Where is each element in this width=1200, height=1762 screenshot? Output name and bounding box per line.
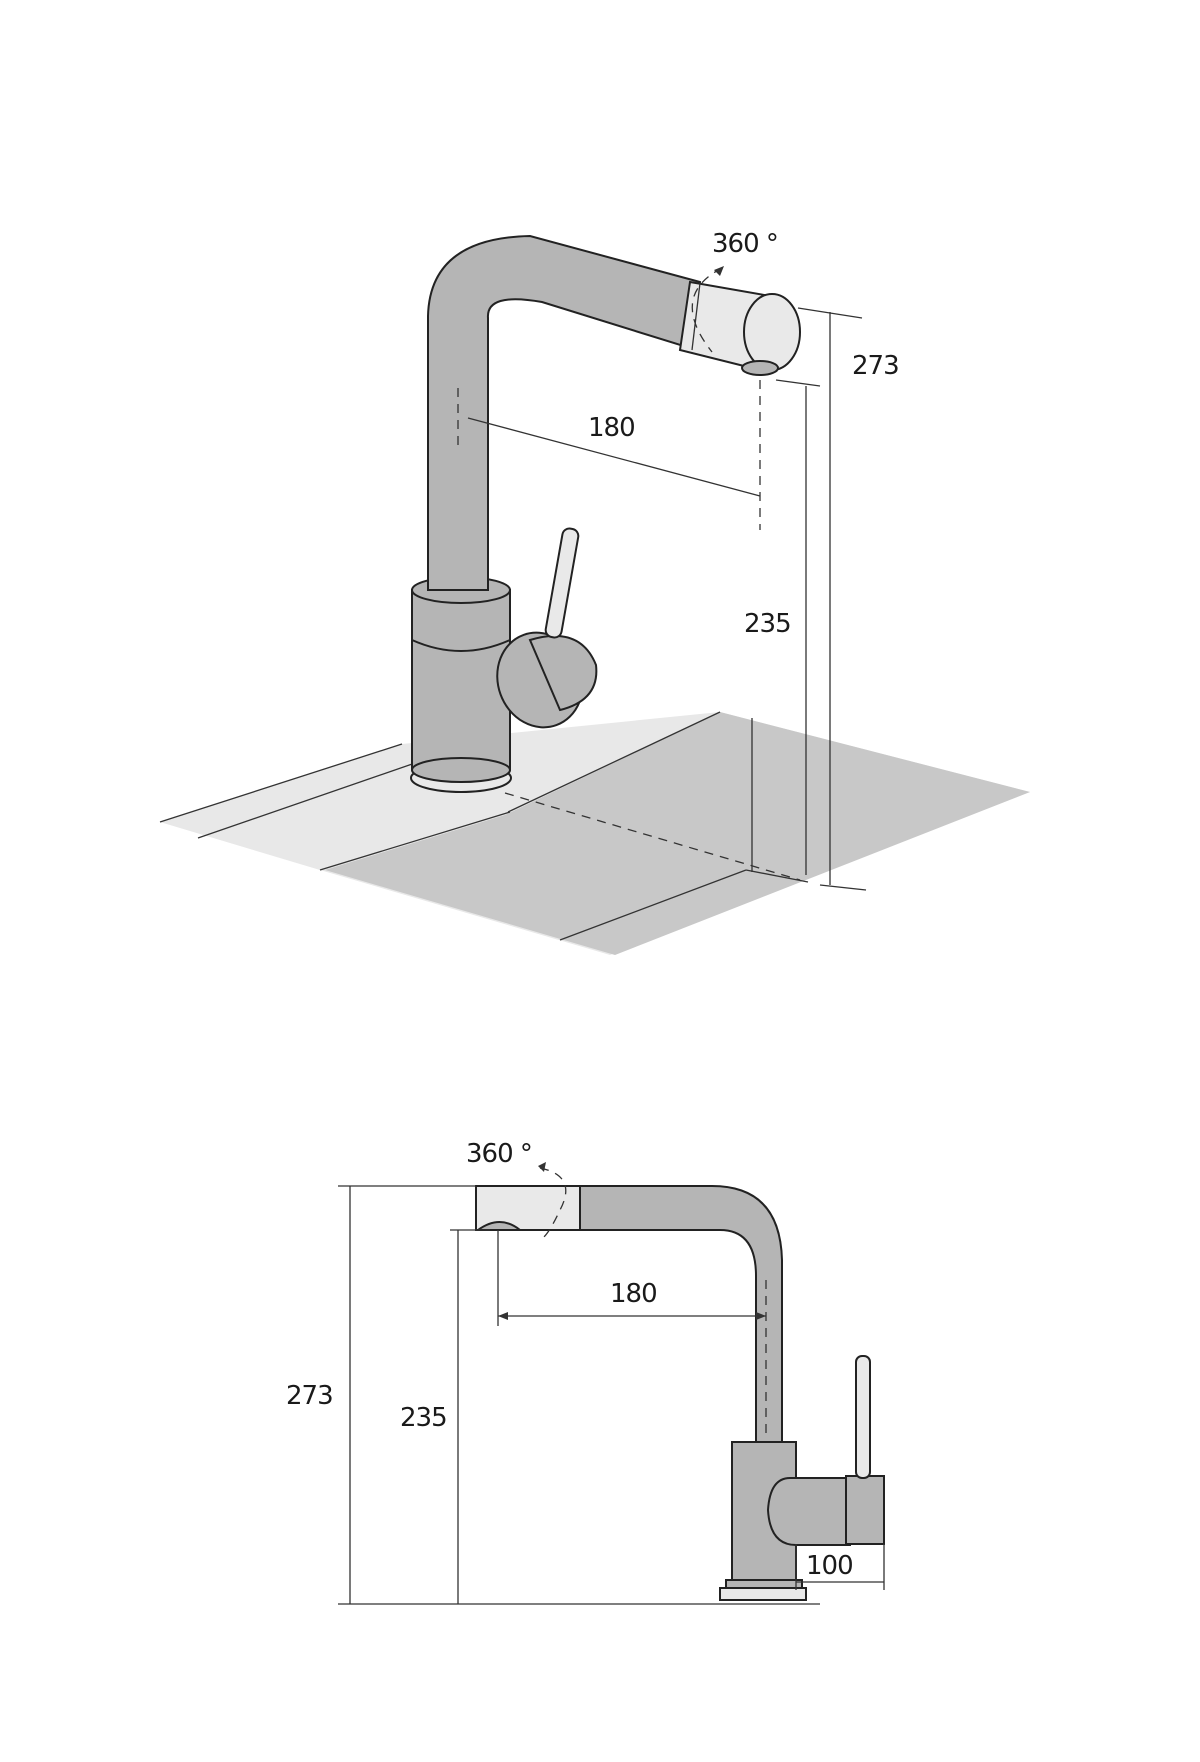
handle-depth-label-side: 100 (806, 1551, 853, 1581)
reach-label-top: 180 (588, 413, 635, 443)
spout-arc (427, 234, 702, 591)
lever-housing-side (766, 1475, 885, 1546)
dim-spout-height-top (775, 379, 821, 875)
spout-side (577, 1185, 783, 1443)
dim-reach-top (457, 380, 761, 530)
sink-edges (159, 711, 809, 941)
dim-height-total-top (797, 307, 867, 891)
spout-height-label-side: 235 (400, 1403, 447, 1433)
centreline-dashed (504, 792, 801, 881)
rotation-label-top: 360 ° (712, 229, 778, 259)
rotation-arrow-side-icon (538, 1162, 567, 1241)
spout-head-side (474, 1185, 581, 1231)
spout-height-label-top: 235 (744, 609, 791, 639)
dim-handle-depth-side (795, 1544, 885, 1590)
reach-label-side: 180 (610, 1279, 657, 1309)
rotation-label-side: 360 ° (466, 1139, 532, 1169)
dim-reach-side (497, 1230, 766, 1326)
tap-body (410, 576, 512, 793)
dim-height-total-side (338, 1185, 820, 1605)
spout-head (678, 280, 801, 376)
rotation-arrow-icon (691, 266, 724, 353)
lever-handle (544, 527, 580, 639)
isometric-view: 360 ° 180 273 235 (159, 229, 1030, 955)
dim-spout-height-side (450, 1229, 490, 1604)
side-view: 360 ° 180 273 235 100 (286, 1139, 885, 1605)
lever-handle-side (855, 1355, 871, 1479)
height-total-label-top: 273 (852, 351, 899, 381)
sink-basin (325, 712, 1030, 955)
height-total-label-side: 273 (286, 1381, 333, 1411)
lever-housing (496, 631, 598, 729)
